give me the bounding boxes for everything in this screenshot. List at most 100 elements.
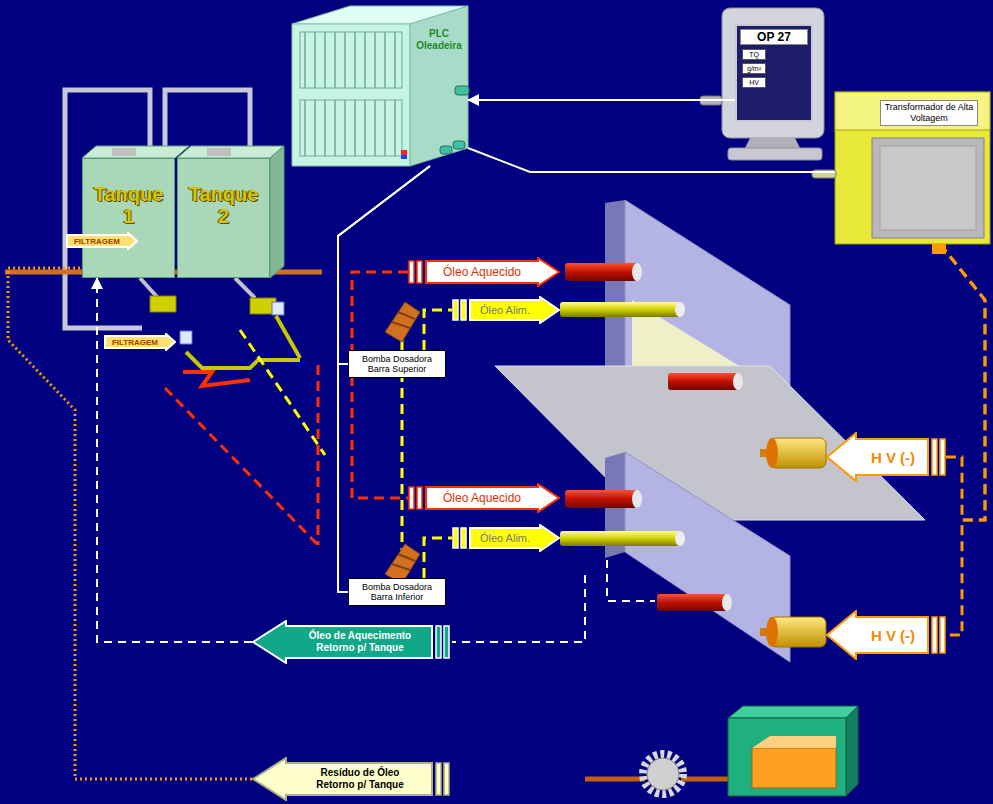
illustration-part [560,531,680,546]
illustration-part [177,146,284,158]
connector [338,166,430,592]
panel-button: TQ [742,49,766,60]
illustration-part [183,372,250,386]
node-label: Tanque 2 [185,183,263,227]
node-label: Óleo Alim. [480,304,530,316]
heated-oil-arrow: Óleo Aquecido [408,483,560,513]
illustration-part [770,617,826,647]
illustration-part [752,736,836,748]
hv-arrow: H V (-) [826,432,946,482]
connector [940,244,985,520]
arrow-tail-bar [444,763,449,795]
arrow-tail-bar [932,617,937,653]
arrow-tail-bar [417,487,422,509]
illustration-part [398,312,415,319]
arrow-body [67,233,137,249]
illustration-part [643,754,683,794]
illustration-part [352,272,408,498]
node-label: Bomba Dosadora Barra Inferior [357,582,437,603]
node-label: Transformador de Alta Voltagem [880,100,978,126]
illustration-part [846,706,858,796]
illustration-part [745,138,800,148]
illustration-part [186,352,300,368]
connector [940,244,985,635]
illustration-part [752,748,836,788]
node-label: TQ [744,50,764,59]
arrow-tail-bar [444,626,449,658]
pump-box: Bomba Dosadora Barra Superior [348,350,446,378]
feed-oil-arrow: Óleo Alim. [452,524,560,552]
illustration-part [728,148,822,160]
arrow-tail-bar [436,626,441,658]
illustration-part [300,32,402,88]
illustration-part [770,438,826,468]
illustration-part [766,617,778,647]
return-arrow: Óleo de Aquecimento Retorno p/ Tanque [252,620,450,664]
transformer-drawing [812,92,990,254]
connector [424,310,452,350]
arrow-body [827,433,928,481]
panel-button: g/m² [742,63,766,74]
illustration-part [207,148,231,156]
oiling-bars [495,200,925,662]
illustration-part [728,718,846,796]
illustration-part [272,302,284,315]
illustration-part [112,148,136,156]
node-label: Tanque 1 [90,183,168,227]
illustration-part [270,146,284,278]
illustration-part [766,438,778,468]
illustration-part [668,373,738,390]
arrow-body [253,758,432,800]
illustration-part [392,564,410,570]
illustration-part [140,278,158,298]
illustration-part [880,146,976,230]
illustration-part [165,90,250,150]
hv-electrode [760,438,826,647]
illustration-part [722,8,824,138]
node-label: Bomba Dosadora Barra Superior [357,354,437,375]
illustration-part [401,155,407,159]
arrow-body [426,258,559,286]
plc-cabinet-drawing [292,6,469,166]
illustration-part [452,575,585,642]
illustration-part [240,330,325,455]
arrow-tail-bar [453,300,458,320]
illustration-part [410,6,468,166]
node-label: Resíduo de Óleo Retorno p/ Tanque [307,767,413,791]
illustration-part [681,777,730,782]
oil-tank: Tanque 2 [177,158,270,278]
heated-oil-arrow: Óleo Aquecido [408,257,560,287]
illustration-part [392,322,410,328]
arrow-tail-bar [940,617,945,653]
illustration-part [733,373,743,390]
node-label: Óleo Aquecido [443,265,521,279]
residue-pump [585,706,858,796]
arrow-body [105,334,175,350]
arrow-tail-bar [932,439,937,475]
node-label: PLC Oleadeira [413,28,465,51]
arrow-tail-bar [940,439,945,475]
arrow-tail-bar [461,300,466,320]
node-label: g/m² [744,64,764,73]
illustration-part [440,146,452,154]
return-arrow: Resíduo de Óleo Retorno p/ Tanque [252,757,450,801]
arrow-body [827,611,928,659]
node-label: H V (-) [871,627,915,644]
illustration-part [180,331,192,344]
illustration-part [401,150,407,155]
arrow-body [470,297,559,323]
arrow-body [426,484,559,512]
arrow-body [470,525,559,551]
filter-arrow: FILTRAGEM [104,333,176,351]
connector [424,538,452,578]
illustration-part [398,554,415,561]
illustration-part [657,594,727,611]
operator-panel: OP 27TQg/m²HV [735,24,813,122]
illustration-part [276,316,300,358]
illustration-part [722,594,732,611]
illustration-part [585,777,645,782]
roller [560,263,743,611]
